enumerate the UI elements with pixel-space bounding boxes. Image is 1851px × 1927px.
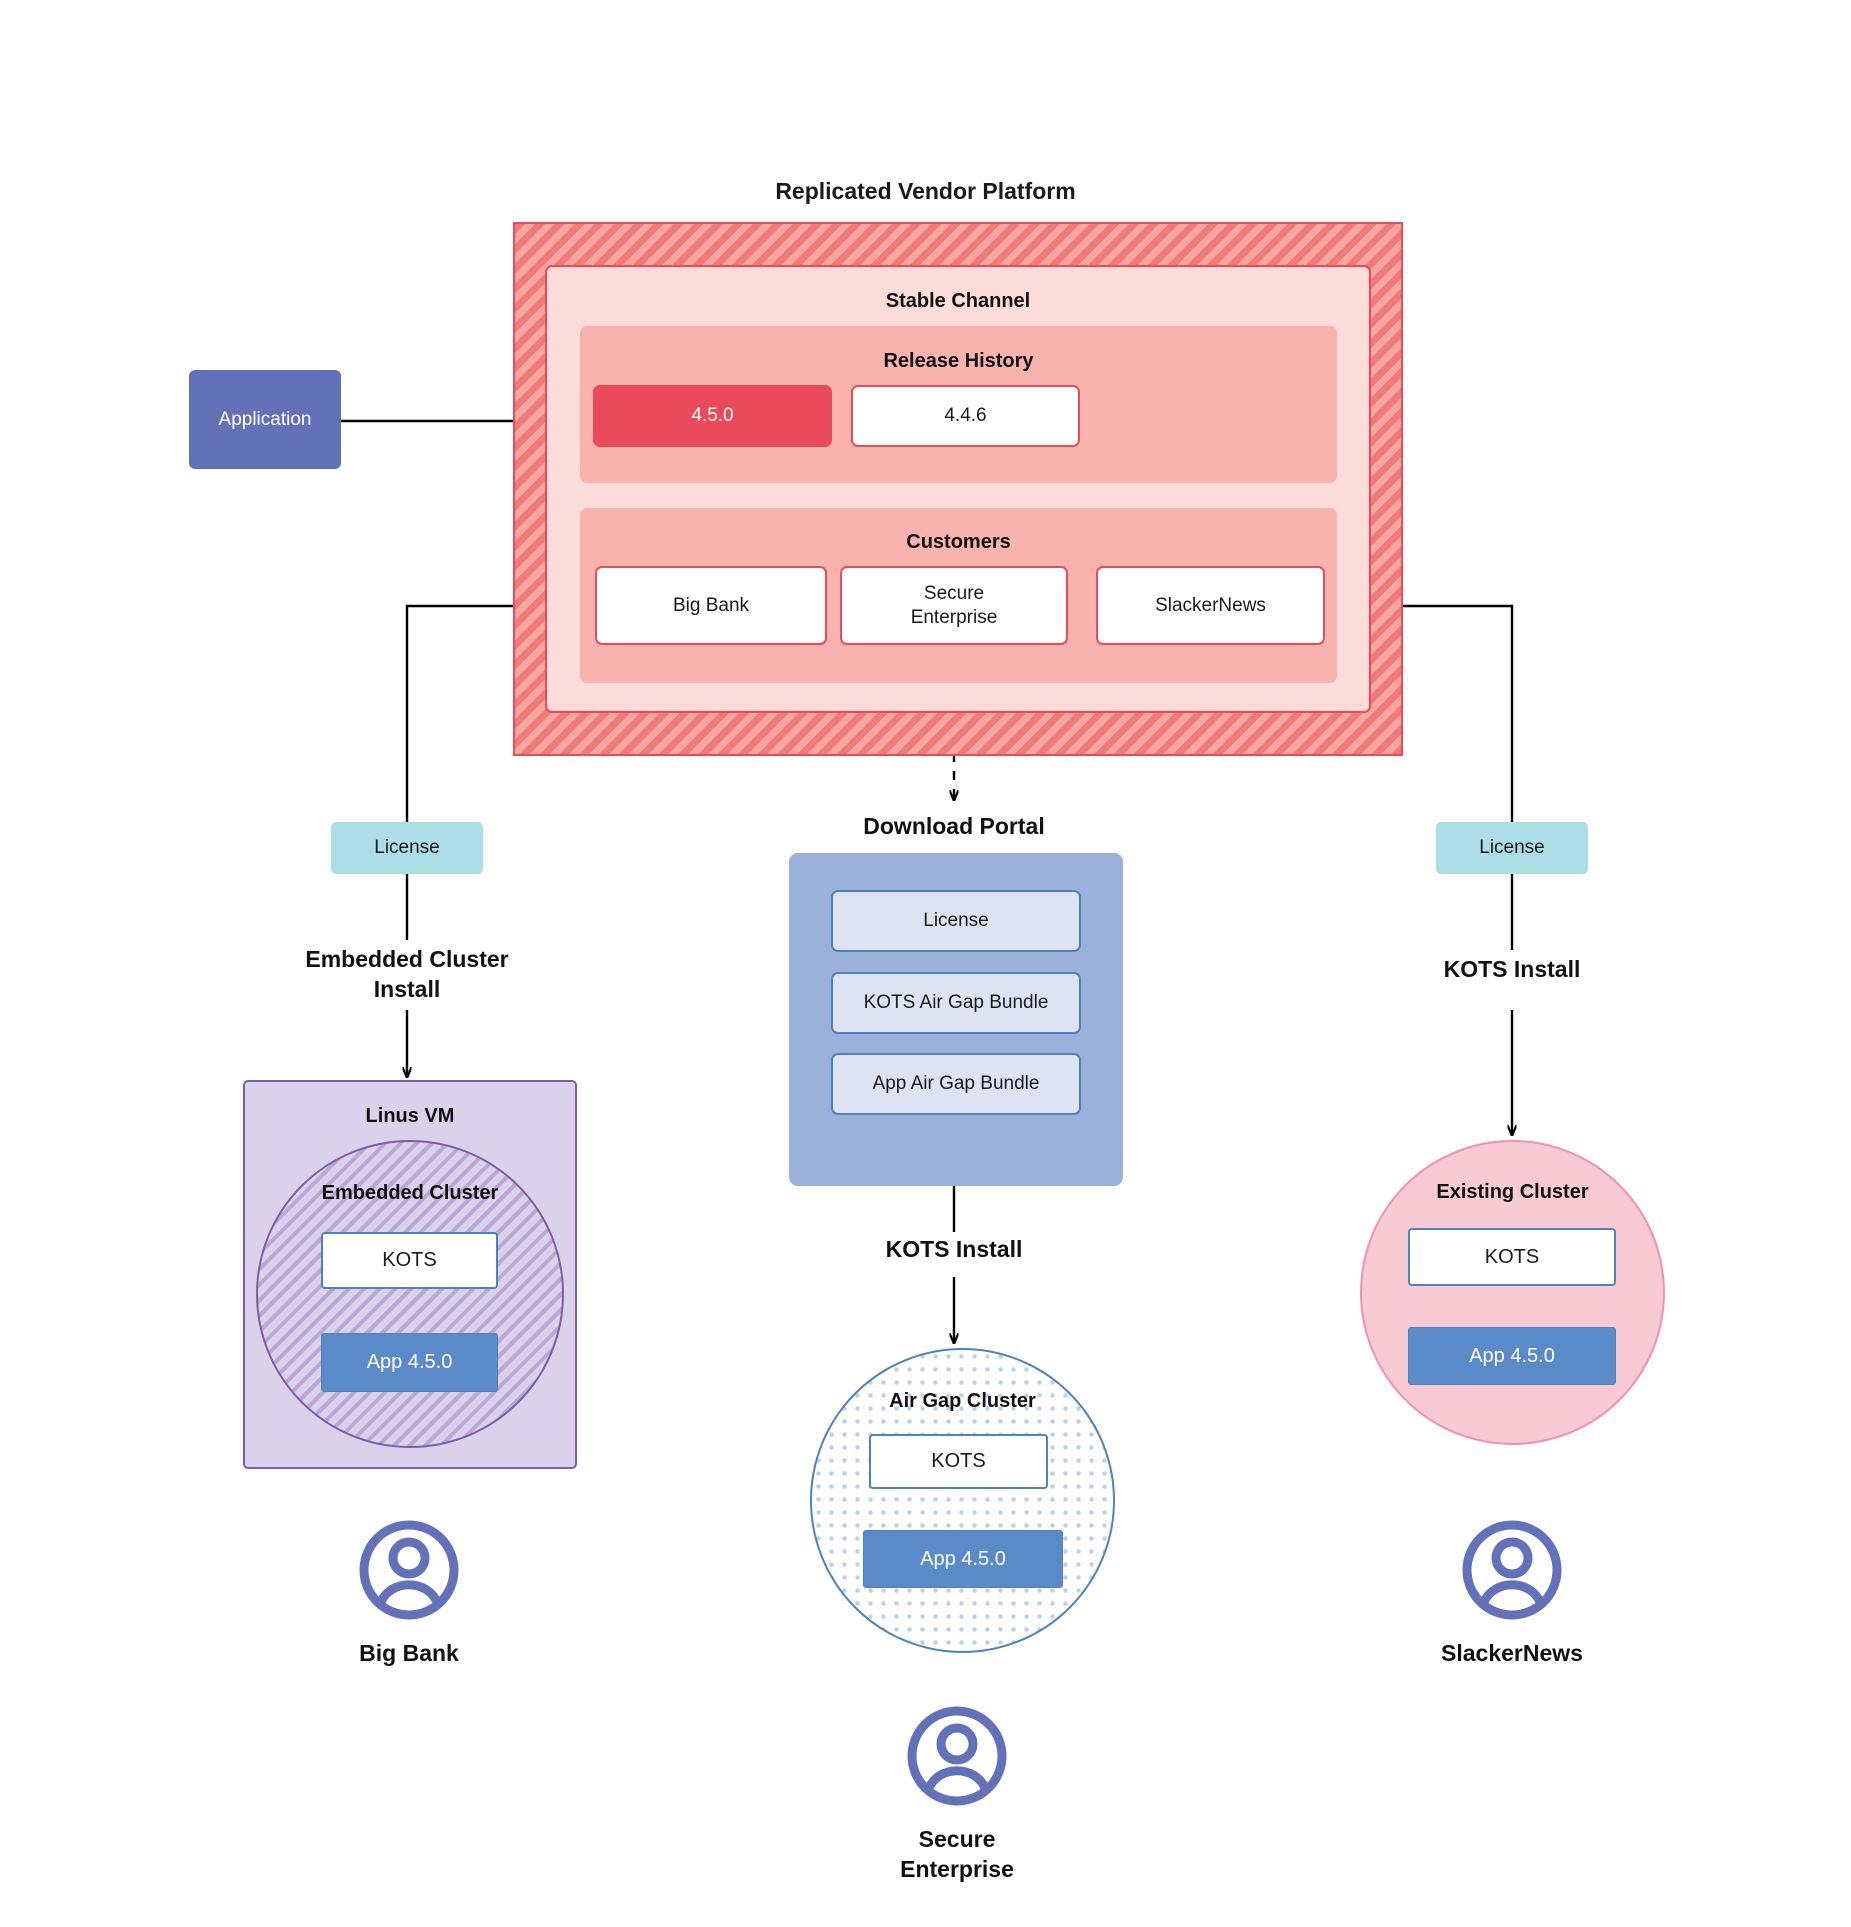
persona-label-secure-enterprise: Secure Enterprise xyxy=(807,1825,1107,1885)
release-version: 4.4.6 xyxy=(944,405,987,427)
persona-label-slackernews: SlackerNews xyxy=(1441,1640,1583,1666)
user-avatar-icon xyxy=(359,1520,459,1620)
customer-name: Big Bank xyxy=(672,594,750,616)
customer-name: Secure Enterprise xyxy=(910,582,998,628)
portal-item-label: KOTS Air Gap Bundle xyxy=(863,992,1049,1014)
app-version-box-existing[interactable]: App 4.5.0 xyxy=(1408,1327,1616,1385)
kots-label: KOTS xyxy=(931,1450,986,1472)
kots-box-airgap[interactable]: KOTS xyxy=(869,1434,1048,1489)
avatar-secure-enterprise-wrap xyxy=(905,1704,1009,1813)
license-chip-left[interactable]: License xyxy=(331,822,483,874)
app-version-box-embedded[interactable]: App 4.5.0 xyxy=(321,1333,498,1392)
customer-card-slackernews[interactable]: SlackerNews xyxy=(1096,566,1325,645)
user-avatar-icon xyxy=(1462,1520,1562,1620)
release-card-current[interactable]: 4.5.0 xyxy=(593,385,832,447)
kots-label: KOTS xyxy=(382,1249,437,1271)
platform-title: Replicated Vendor Platform xyxy=(775,178,1076,204)
portal-item-label: App Air Gap Bundle xyxy=(872,1073,1040,1095)
release-card-previous[interactable]: 4.4.6 xyxy=(851,385,1080,447)
stable-channel-label: Stable Channel xyxy=(885,290,1031,312)
persona-label-line1: Secure xyxy=(918,1826,996,1852)
release-history-label: Release History xyxy=(883,350,1034,372)
customers-label: Customers xyxy=(906,531,1011,553)
customer-card-big-bank[interactable]: Big Bank xyxy=(595,566,827,645)
license-label: License xyxy=(374,837,440,859)
portal-item-label: License xyxy=(923,910,989,932)
app-version-label: App 4.5.0 xyxy=(366,1351,453,1373)
linux-vm-label: Linus VM xyxy=(365,1105,455,1127)
persona-label-big-bank: Big Bank xyxy=(359,1640,459,1666)
application-box[interactable]: Application xyxy=(189,370,341,469)
download-portal-title: Download Portal xyxy=(863,813,1045,839)
portal-item-license[interactable]: License xyxy=(831,890,1081,952)
kots-install-label-center: KOTS Install xyxy=(885,1236,1023,1262)
avatar-slackernews-wrap xyxy=(1460,1518,1564,1627)
air-gap-cluster-label: Air Gap Cluster xyxy=(889,1390,1036,1412)
application-label: Application xyxy=(218,408,312,430)
install-label-line1: Embedded Cluster xyxy=(305,946,509,972)
portal-item-kots-air-gap-bundle[interactable]: KOTS Air Gap Bundle xyxy=(831,972,1081,1034)
embedded-cluster-label: Embedded Cluster xyxy=(321,1182,499,1204)
kots-box-embedded[interactable]: KOTS xyxy=(321,1232,498,1289)
kots-box-existing[interactable]: KOTS xyxy=(1408,1228,1616,1286)
license-label: License xyxy=(1479,837,1545,859)
kots-label: KOTS xyxy=(1484,1245,1540,1268)
existing-cluster-label: Existing Cluster xyxy=(1436,1181,1589,1203)
release-version: 4.5.0 xyxy=(691,405,734,427)
embedded-cluster-install-label: Embedded Cluster Install xyxy=(257,945,557,1005)
customer-name: SlackerNews xyxy=(1155,594,1266,616)
portal-item-app-air-gap-bundle[interactable]: App Air Gap Bundle xyxy=(831,1053,1081,1115)
user-avatar-icon xyxy=(907,1706,1007,1806)
app-version-label: App 4.5.0 xyxy=(1469,1344,1555,1367)
avatar-big-bank-wrap xyxy=(357,1518,461,1627)
persona-label-line2: Enterprise xyxy=(900,1855,1014,1882)
kots-install-label-right: KOTS Install xyxy=(1443,956,1581,982)
air-gap-cluster-circle xyxy=(810,1348,1115,1653)
app-version-label: App 4.5.0 xyxy=(920,1547,1006,1570)
embedded-cluster-circle xyxy=(256,1140,564,1448)
license-chip-right[interactable]: License xyxy=(1436,822,1588,874)
customer-card-secure-enterprise[interactable]: Secure Enterprise xyxy=(840,566,1068,645)
app-version-box-airgap[interactable]: App 4.5.0 xyxy=(863,1530,1063,1588)
existing-cluster-circle xyxy=(1360,1140,1665,1445)
install-label-line2: Install xyxy=(373,975,441,1002)
